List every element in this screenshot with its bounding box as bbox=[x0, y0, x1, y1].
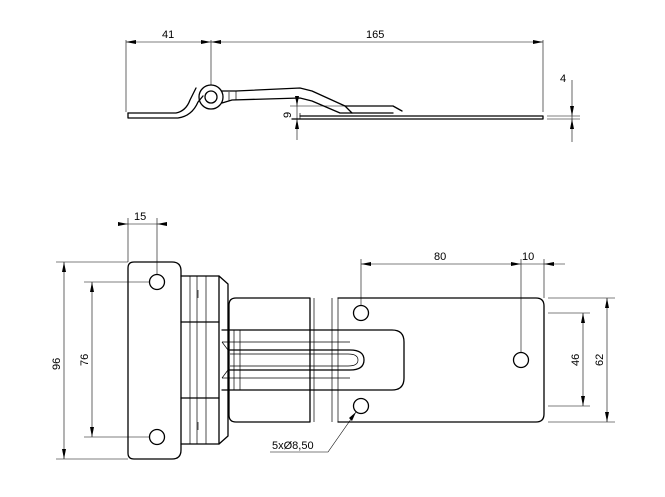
dim-front-slot-edge: 10 bbox=[522, 251, 534, 263]
front-hole-bottom-left bbox=[148, 428, 166, 446]
dim-side-hinge-width: 41 bbox=[162, 29, 174, 41]
side-hinge-pin bbox=[204, 90, 218, 104]
holes-callout: 5xØ8,50 bbox=[272, 440, 314, 452]
front-clamp-body bbox=[228, 297, 311, 423]
dim-front-hole-span: 80 bbox=[434, 251, 446, 263]
front-hole-bottom-right bbox=[352, 397, 370, 415]
dim-side-total-length: 165 bbox=[366, 29, 384, 41]
front-slot bbox=[229, 349, 365, 371]
side-left-flange bbox=[127, 95, 204, 119]
dim-front-inner-height: 46 bbox=[570, 354, 582, 366]
dim-front-total-height: 96 bbox=[51, 358, 63, 370]
front-hinge-barrel bbox=[180, 275, 220, 445]
dim-front-hole-pitch: 76 bbox=[79, 354, 91, 366]
front-hole-top-right bbox=[352, 304, 370, 322]
dim-side-thickness: 4 bbox=[560, 73, 566, 85]
side-long-plate bbox=[291, 115, 544, 120]
side-left-flange-top bbox=[127, 87, 197, 114]
front-hole-top-left bbox=[148, 273, 166, 291]
holes-callout-leader bbox=[270, 411, 357, 453]
front-strap-plate bbox=[337, 297, 545, 423]
front-hole-end bbox=[512, 351, 530, 369]
side-view: 41 165 4 9 bbox=[125, 29, 580, 142]
dim-front-hole-edge: 15 bbox=[134, 211, 146, 223]
front-view: 15 96 76 80 10 46 bbox=[51, 211, 615, 460]
side-strap-lower bbox=[221, 97, 394, 114]
front-left-base-plate bbox=[127, 261, 182, 460]
front-fork-arms bbox=[221, 329, 405, 391]
dim-side-offset: 9 bbox=[282, 112, 294, 118]
dim-front-plate-height: 62 bbox=[594, 354, 606, 366]
